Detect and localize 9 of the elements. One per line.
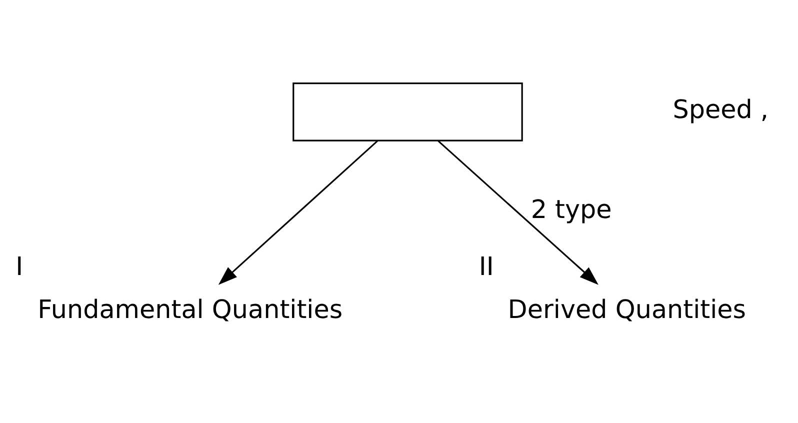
label: Speed , <box>672 93 769 124</box>
node-label: II <box>478 250 494 281</box>
arrow <box>218 140 378 284</box>
node-text: Derived Quantities <box>508 294 746 324</box>
arrow <box>438 140 598 284</box>
edge-label: 2 type <box>530 194 612 224</box>
node-label: I <box>16 250 24 281</box>
node-text: Fundamental Quantities <box>38 294 343 324</box>
node-box <box>292 82 523 141</box>
